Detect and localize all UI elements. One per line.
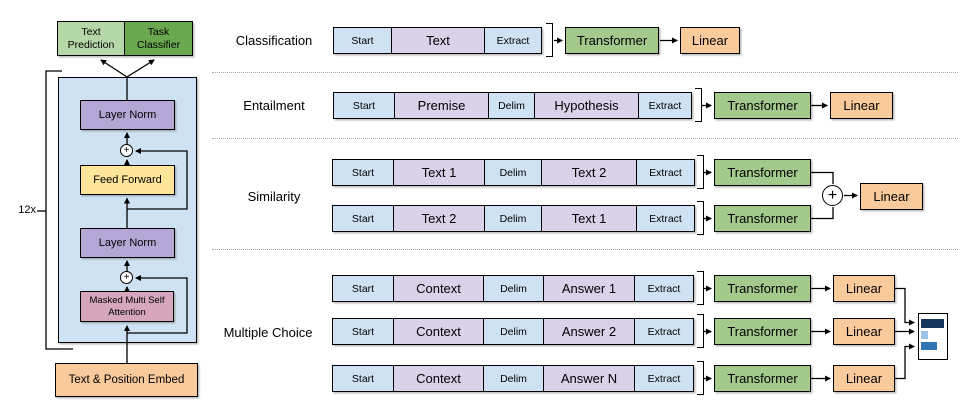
token-start: Start bbox=[333, 276, 393, 301]
task-label-similarity: Similarity bbox=[247, 189, 301, 204]
linear-box: Linear bbox=[833, 318, 895, 345]
repeat-count-label: 12x bbox=[18, 204, 36, 216]
add-icon: + bbox=[120, 144, 133, 157]
linear-box: Linear bbox=[830, 92, 893, 119]
transformer-box: Transformer bbox=[714, 159, 811, 186]
masked-self-attention-box: Masked Multi Self Attention bbox=[80, 291, 174, 322]
sequence-bracket bbox=[695, 88, 702, 122]
token-payload: Context bbox=[393, 366, 483, 391]
token-delim: Delim bbox=[483, 276, 543, 301]
separator-line bbox=[212, 72, 958, 73]
token-payload: Premise bbox=[394, 93, 488, 118]
token-sequence: Start Text 2 Delim Text 1 Extract bbox=[332, 205, 695, 232]
token-extract: Extract bbox=[634, 276, 693, 301]
token-payload: Context bbox=[393, 319, 483, 344]
token-delim: Delim bbox=[484, 160, 541, 185]
sequence-bracket bbox=[697, 201, 704, 235]
answer-bar bbox=[921, 319, 944, 328]
token-start: Start bbox=[334, 28, 391, 53]
token-payload: Answer 2 bbox=[543, 319, 634, 344]
token-extract: Extract bbox=[634, 366, 693, 391]
sequence-bracket bbox=[697, 361, 704, 395]
token-payload: Hypothesis bbox=[534, 93, 638, 118]
token-extract: Extract bbox=[634, 319, 693, 344]
token-extract: Extract bbox=[636, 206, 694, 231]
token-payload: Text 1 bbox=[541, 206, 636, 231]
text-position-embed-box: Text & Position Embed bbox=[55, 363, 198, 397]
token-payload: Context bbox=[393, 276, 483, 301]
token-sequence: Start Context Delim Answer 2 Extract bbox=[332, 318, 694, 345]
text-prediction-box: Text Prediction bbox=[57, 21, 125, 56]
token-delim: Delim bbox=[483, 319, 543, 344]
transformer-box: Transformer bbox=[714, 318, 811, 345]
transformer-box: Transformer bbox=[714, 205, 811, 232]
token-sequence: Start Premise Delim Hypothesis Extract bbox=[333, 92, 692, 119]
transformer-box: Transformer bbox=[565, 27, 659, 54]
token-delim: Delim bbox=[488, 93, 534, 118]
token-sequence: Start Text 1 Delim Text 2 Extract bbox=[332, 159, 695, 186]
token-sequence: Start Context Delim Answer 1 Extract bbox=[332, 275, 694, 302]
transformer-box: Transformer bbox=[714, 275, 811, 302]
task-label-multiple-choice: Multiple Choice bbox=[223, 325, 313, 340]
token-extract: Extract bbox=[484, 28, 541, 53]
separator-line bbox=[212, 138, 958, 139]
feed-forward-box: Feed Forward bbox=[80, 165, 175, 195]
token-payload: Answer N bbox=[543, 366, 634, 391]
layer-norm-top-box: Layer Norm bbox=[80, 100, 175, 130]
token-delim: Delim bbox=[484, 206, 541, 231]
token-payload: Text 1 bbox=[393, 160, 484, 185]
token-start: Start bbox=[333, 160, 393, 185]
token-sequence: Start Context Delim Answer N Extract bbox=[332, 365, 694, 392]
token-start: Start bbox=[333, 366, 393, 391]
answer-bar bbox=[921, 342, 937, 350]
token-start: Start bbox=[333, 206, 393, 231]
sequence-bracket bbox=[697, 155, 704, 189]
separator-line bbox=[212, 249, 958, 250]
token-payload: Answer 1 bbox=[543, 276, 634, 301]
linear-box: Linear bbox=[860, 183, 923, 210]
answer-scores-box bbox=[918, 313, 948, 360]
token-payload: Text 2 bbox=[541, 160, 636, 185]
add-icon: + bbox=[120, 271, 133, 284]
token-delim: Delim bbox=[483, 366, 543, 391]
sequence-bracket bbox=[697, 271, 704, 305]
token-extract: Extract bbox=[638, 93, 691, 118]
token-payload: Text 2 bbox=[393, 206, 484, 231]
sequence-bracket bbox=[697, 314, 704, 348]
linear-box: Linear bbox=[833, 275, 895, 302]
token-start: Start bbox=[334, 93, 394, 118]
task-label-classification: Classification bbox=[235, 33, 313, 48]
transformer-box: Transformer bbox=[714, 92, 811, 119]
sequence-bracket bbox=[546, 23, 553, 57]
token-start: Start bbox=[333, 319, 393, 344]
answer-bar bbox=[921, 331, 928, 339]
layer-norm-bottom-box: Layer Norm bbox=[80, 228, 175, 258]
token-sequence: Start Text Extract bbox=[333, 27, 542, 54]
linear-box: Linear bbox=[680, 27, 740, 54]
token-extract: Extract bbox=[636, 160, 694, 185]
task-classifier-box: Task Classifier bbox=[124, 21, 193, 56]
linear-box: Linear bbox=[833, 365, 895, 392]
add-icon: + bbox=[822, 185, 843, 206]
task-label-entailment: Entailment bbox=[243, 98, 305, 113]
token-payload: Text bbox=[391, 28, 484, 53]
transformer-box: Transformer bbox=[714, 365, 811, 392]
